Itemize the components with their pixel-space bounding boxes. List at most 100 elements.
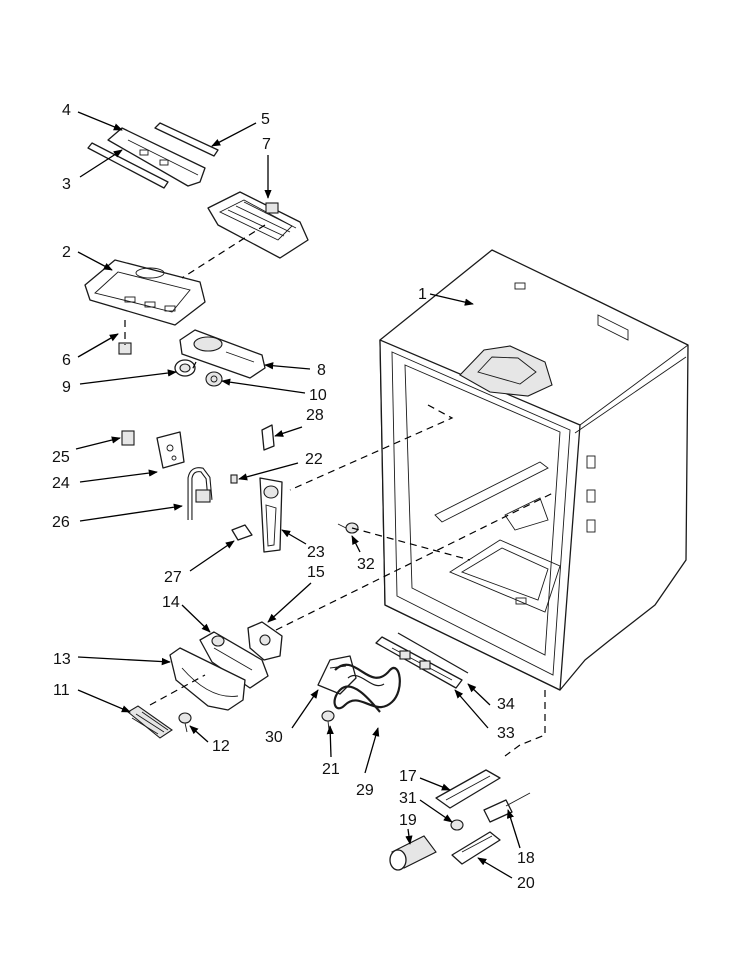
callout-20: 20 — [517, 875, 535, 892]
screw-part-21 — [321, 710, 335, 731]
callout-5: 5 — [261, 111, 270, 128]
leader-8 — [264, 362, 311, 370]
motor-part — [247, 621, 283, 661]
callout-28: 28 — [306, 407, 324, 424]
control-rail-part — [375, 636, 463, 689]
filter-head-part — [389, 835, 437, 871]
callout-25: 25 — [52, 449, 70, 466]
ice-tray-cover-part — [207, 191, 309, 259]
gasket-part — [261, 424, 275, 451]
water-tube-part — [187, 467, 213, 520]
callout-11: 11 — [53, 682, 70, 699]
filter-housing-part — [451, 831, 501, 865]
leader-18 — [506, 809, 521, 849]
leader-28 — [274, 426, 303, 437]
tray-part — [435, 769, 501, 809]
chute-part — [259, 477, 283, 553]
screw-part-32 — [337, 522, 359, 534]
leader-3 — [79, 149, 123, 178]
leader-29 — [364, 727, 380, 774]
callout-13: 13 — [53, 651, 71, 668]
leader-24 — [79, 469, 158, 483]
leader-4 — [77, 111, 123, 131]
leader-23 — [281, 529, 307, 545]
leader-15 — [267, 582, 312, 623]
leader-17 — [419, 777, 451, 791]
leader-1 — [429, 293, 474, 306]
callout-26: 26 — [52, 514, 70, 531]
liner-part — [379, 249, 689, 691]
leader-31 — [419, 799, 453, 823]
leader-5 — [211, 122, 257, 147]
valve-part — [450, 819, 464, 831]
switch-part — [121, 430, 135, 446]
leader-21 — [326, 725, 334, 758]
callout-15: 15 — [307, 564, 325, 581]
bracket-part — [84, 259, 206, 326]
callout-7: 7 — [262, 136, 271, 153]
mounting-plate-part — [156, 431, 185, 469]
callout-29: 29 — [356, 782, 374, 799]
housing-part-14 — [199, 631, 269, 689]
screw-part-12 — [178, 712, 192, 733]
wire-part — [397, 632, 469, 674]
callout-33: 33 — [497, 725, 515, 742]
callout-2: 2 — [62, 244, 71, 261]
clip-part — [230, 474, 238, 484]
callout-leaders — [75, 111, 521, 879]
callout-19: 19 — [399, 812, 417, 829]
callout-3: 3 — [62, 176, 71, 193]
leader-2 — [77, 251, 113, 271]
leader-22 — [238, 462, 299, 481]
callout-31: 31 — [399, 790, 417, 807]
small-bracket-part — [231, 524, 253, 541]
leader-20 — [477, 857, 513, 879]
leader-25 — [75, 436, 121, 450]
assembly-lines — [124, 224, 556, 757]
leader-19 — [405, 828, 413, 845]
callout-labels: 1 2 3 4 5 6 7 8 9 10 11 12 13 14 15 17 1… — [52, 102, 535, 892]
callout-12: 12 — [212, 738, 230, 755]
leader-26 — [79, 503, 183, 522]
leader-14 — [181, 604, 211, 633]
callout-18: 18 — [517, 850, 535, 867]
ice-maker-bracket-part — [317, 655, 357, 695]
bucket-part — [169, 647, 246, 711]
leader-10 — [221, 378, 306, 394]
leader-9 — [79, 369, 177, 385]
thermistor-part — [118, 342, 132, 355]
leader-6 — [77, 333, 119, 358]
callout-32: 32 — [357, 556, 375, 573]
callout-10: 10 — [309, 387, 327, 404]
strip-part — [87, 142, 169, 189]
fitting-part — [174, 359, 196, 377]
leader-32 — [351, 535, 361, 553]
grille-part — [127, 705, 173, 739]
leader-34 — [467, 683, 491, 706]
callout-24: 24 — [52, 475, 70, 492]
fitting-part-18 — [483, 792, 531, 823]
callout-22: 22 — [305, 451, 323, 468]
callout-21: 21 — [322, 761, 340, 778]
callout-6: 6 — [62, 352, 71, 369]
callout-14: 14 — [162, 594, 180, 611]
callout-34: 34 — [497, 696, 515, 713]
leader-30 — [291, 689, 319, 729]
leader-13 — [77, 656, 171, 666]
callout-8: 8 — [317, 362, 326, 379]
callout-27: 27 — [164, 569, 182, 586]
heater-coil-part — [333, 663, 401, 713]
callout-9: 9 — [62, 379, 71, 396]
callout-17: 17 — [399, 768, 417, 785]
leader-12 — [189, 725, 209, 743]
callout-4: 4 — [62, 102, 71, 119]
leader-11 — [77, 689, 131, 713]
gear-part — [205, 371, 223, 387]
cover-strip-part — [154, 122, 219, 157]
callout-23: 23 — [307, 544, 325, 561]
leader-33 — [454, 689, 489, 729]
callout-1: 1 — [418, 286, 427, 303]
callout-30: 30 — [265, 729, 283, 746]
